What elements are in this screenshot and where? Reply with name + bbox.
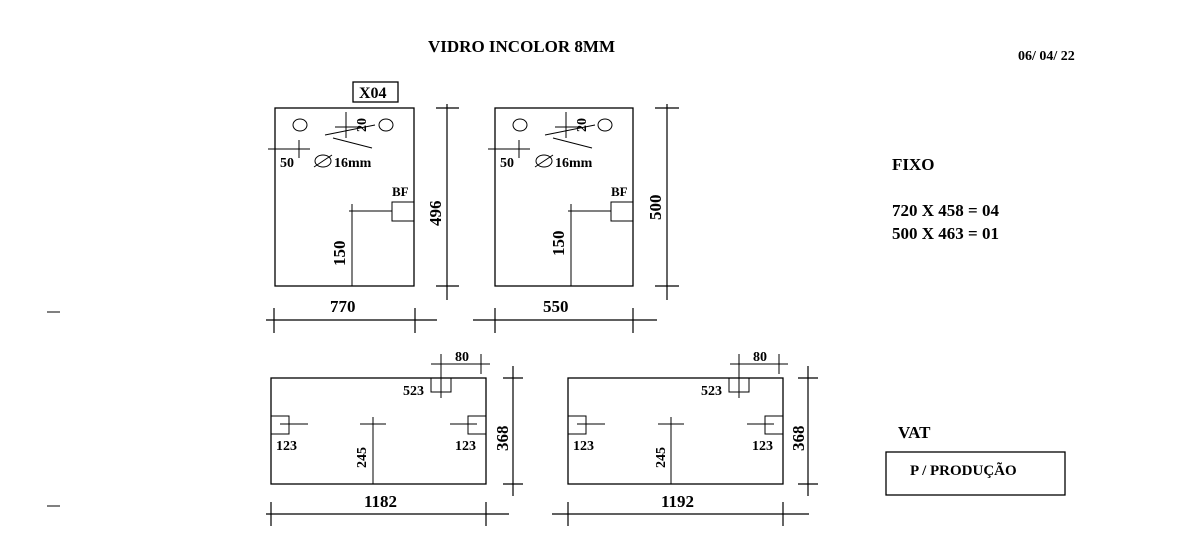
diameter-slash <box>534 154 554 168</box>
hole-leader <box>552 137 593 149</box>
glass-outline <box>494 107 634 287</box>
hole-circle <box>292 118 308 132</box>
vat-heading: VAT <box>898 423 931 442</box>
side-cutout-box <box>567 415 587 435</box>
height-label: 368 <box>493 426 512 452</box>
hole-spacing-label: 20 <box>575 118 590 132</box>
side-cutout-box <box>467 415 487 435</box>
notch-box <box>728 377 750 393</box>
hole-spacing-label: 20 <box>355 118 370 132</box>
hole-leader <box>324 124 376 136</box>
hole-leader <box>332 137 373 149</box>
cutout-height-label: 150 <box>549 231 568 257</box>
hole-diameter-label: 16mm <box>334 156 372 171</box>
bottom-left-piece: 80 523 123 123 245 368 1182 <box>266 350 523 526</box>
notch-position-label: 523 <box>701 384 722 399</box>
cutout-label: BF <box>611 184 628 199</box>
height-label: 496 <box>426 201 445 227</box>
cutout-box <box>610 201 634 222</box>
side-cutout-box <box>764 415 784 435</box>
side-cutout-box <box>270 415 290 435</box>
hole-circle <box>512 118 528 132</box>
fixo-line-2: 500 X 463 = 01 <box>892 224 999 243</box>
center-mark-label: 245 <box>654 447 669 468</box>
production-stamp-box <box>885 451 1066 496</box>
piece-tag: X04 <box>359 85 387 102</box>
drawing-title: VIDRO INCOLOR 8MM <box>428 37 615 56</box>
cutout-label: BF <box>392 184 409 199</box>
hole-circle <box>378 118 394 132</box>
cutout-box <box>391 201 415 222</box>
width-label: 550 <box>543 297 569 316</box>
notch-width-label: 80 <box>455 350 469 365</box>
height-label: 368 <box>789 426 808 452</box>
hole-circle <box>535 154 553 168</box>
side-cutout-label: 123 <box>752 439 773 454</box>
cutout-height-label: 150 <box>330 241 349 267</box>
glass-outline <box>270 377 487 485</box>
notch-position-label: 523 <box>403 384 424 399</box>
notch-box <box>430 377 452 393</box>
production-stamp-label: P / PRODUÇÃO <box>910 461 1017 479</box>
width-label: 1192 <box>661 492 694 511</box>
top-left-piece: X04 20 50 16mm BF 150 496 770 <box>266 81 459 333</box>
side-cutout-label: 123 <box>455 439 476 454</box>
side-cutout-label: 123 <box>573 439 594 454</box>
width-label: 1182 <box>364 492 397 511</box>
width-label: 770 <box>330 297 356 316</box>
tag-box <box>352 81 399 103</box>
hole-diameter-label: 16mm <box>555 156 593 171</box>
drawing-date: 06/ 04/ 22 <box>1018 49 1075 64</box>
hole-leader <box>544 124 596 136</box>
side-cutout-label: 123 <box>276 439 297 454</box>
hole-circle <box>314 154 332 168</box>
top-right-piece: 20 50 16mm BF 150 500 550 <box>473 104 679 333</box>
hole-offset-label: 50 <box>500 156 514 171</box>
fixo-line-1: 720 X 458 = 04 <box>892 201 999 220</box>
fixo-heading: FIXO <box>892 155 935 174</box>
bottom-right-piece: 80 523 123 123 245 368 1192 <box>552 350 818 526</box>
diameter-slash <box>313 154 333 168</box>
height-label: 500 <box>646 195 665 221</box>
glass-outline <box>274 107 415 287</box>
center-mark-label: 245 <box>355 447 370 468</box>
notch-width-label: 80 <box>753 350 767 365</box>
hole-offset-label: 50 <box>280 156 294 171</box>
hole-circle <box>597 118 613 132</box>
glass-outline <box>567 377 784 485</box>
